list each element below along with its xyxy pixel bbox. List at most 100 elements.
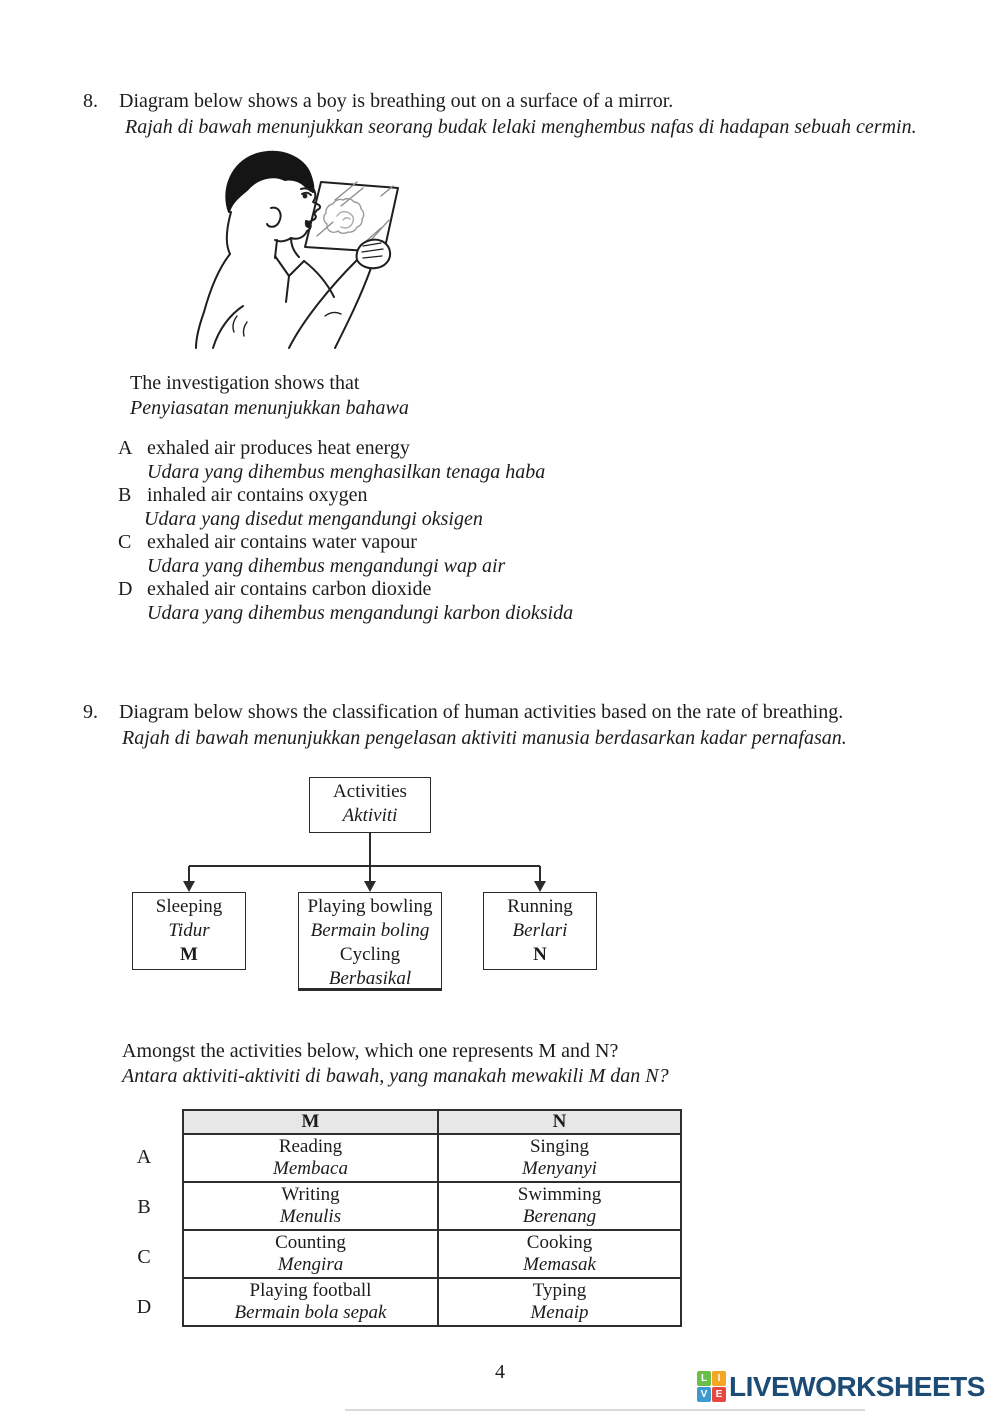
eyebrow: [300, 187, 312, 192]
neck-front: [290, 237, 300, 258]
answer-table-header: M N: [182, 1109, 682, 1135]
logo-tile-e: E: [712, 1387, 726, 1402]
option-text-ms: Udara yang dihembus mengandungi wap air: [147, 554, 506, 577]
arm-outer: [288, 259, 358, 349]
eye-pupil: [302, 193, 308, 199]
flowchart-box-sleeping: Sleeping Tidur M: [132, 892, 246, 970]
flowchart-root-box: Activities Aktiviti: [309, 777, 431, 833]
box2-ms2: Berbasikal: [328, 968, 412, 989]
liveworksheets-logo-icon: L I V E: [697, 1371, 726, 1402]
shirt-fold-1: [232, 315, 238, 333]
shirt-placket: [285, 275, 290, 303]
option-text-ms: Udara yang dihembus menghasilkan tenaga …: [147, 460, 546, 483]
hand: [355, 238, 392, 270]
open-mouth: [304, 220, 312, 229]
question-8-stem-ms: Rajah di bawah menunjukkan seorang budak…: [125, 116, 917, 138]
fingers: [361, 242, 384, 259]
col-header-n: N: [437, 1109, 682, 1135]
boy-mirror-illustration: [185, 148, 435, 350]
row-letter-d: D: [136, 1295, 152, 1318]
question-9: 9. Diagram below shows the classificatio…: [83, 699, 847, 751]
question-9-number: 9.: [83, 701, 98, 723]
option-letter: A: [118, 437, 133, 459]
option-letter: D: [118, 578, 133, 600]
boy-mirror-drawing: [195, 150, 399, 349]
face-profile: [274, 187, 322, 243]
arm-inner: [334, 267, 372, 349]
inner-arm-line: [212, 305, 244, 349]
hair: [225, 150, 315, 213]
box2-ms1: Bermain boling: [310, 920, 430, 941]
logo-tile-l: L: [697, 1371, 711, 1386]
arrowheads: [183, 881, 546, 892]
option-text-en: exhaled air contains carbon dioxide: [147, 578, 432, 600]
question-8: 8. Diagram below shows a boy is breathin…: [83, 88, 917, 140]
mirror-reflection-streaks: [316, 181, 394, 245]
option-letter: B: [118, 484, 132, 506]
liveworksheets-wordmark: LIVEWORKSHEETS: [729, 1371, 985, 1402]
box1-en: Sleeping: [155, 896, 223, 917]
page-number: 4: [495, 1361, 505, 1383]
root-label-en: Activities: [333, 781, 407, 802]
box3-label-n: N: [533, 944, 547, 965]
question-8-stem-en: Diagram below shows a boy is breathing o…: [119, 90, 674, 112]
option-text-ms: Udara yang disedut mengandungi oksigen: [144, 507, 483, 530]
box1-ms: Tidur: [168, 920, 210, 941]
question-9-stem-en: Diagram below shows the classification o…: [119, 701, 844, 723]
option-text-en: inhaled air contains oxygen: [147, 484, 368, 506]
chest-outline: [303, 260, 335, 298]
row-letter-c: C: [137, 1245, 151, 1268]
page-edge-artifact: [345, 1409, 865, 1411]
flowchart-box-bowling-cycling: Playing bowling Bermain boling Cycling B…: [298, 892, 442, 991]
collar: [274, 255, 305, 277]
q9-sub-question-ms: Antara aktiviti-aktiviti di bawah, yang …: [122, 1065, 669, 1087]
box2-en2: Cycling: [339, 944, 401, 965]
logo-tile-v: V: [697, 1387, 711, 1402]
flowchart-connectors: [183, 832, 546, 892]
option-text-ms: Udara yang dihembus mengandungi karbon d…: [147, 601, 574, 624]
question-8-number: 8.: [83, 90, 98, 112]
neck-back: [274, 239, 278, 259]
box3-en: Running: [507, 896, 573, 917]
question-9-stem-ms: Rajah di bawah menunjukkan pengelasan ak…: [122, 727, 847, 749]
sleeve-fold: [324, 311, 342, 317]
ear: [266, 206, 282, 228]
shirt-fold-2: [242, 321, 248, 337]
q8-lead-en: The investigation shows that: [130, 372, 360, 394]
flowchart-box-running: Running Berlari N: [483, 892, 597, 970]
answer-row-letters: A B C D: [133, 1132, 155, 1332]
q9-sub-question: Amongst the activities below, which one …: [122, 1039, 669, 1089]
option-letter: C: [118, 531, 132, 553]
eye: [301, 191, 312, 196]
breath-fog: [323, 197, 365, 234]
q8-lead-ms: Penyiasatan menunjukkan bahawa: [130, 397, 409, 419]
liveworksheets-logo[interactable]: L I V E LIVEWORKSHEETS: [697, 1371, 985, 1402]
root-label-ms: Aktiviti: [342, 805, 398, 826]
row-letter-a: A: [136, 1145, 152, 1168]
back-outline: [195, 211, 232, 349]
box3-ms: Berlari: [512, 920, 568, 941]
option-text-en: exhaled air produces heat energy: [147, 437, 410, 459]
logo-tile-i: I: [712, 1371, 726, 1386]
q8-lead: The investigation shows that Penyiasatan…: [130, 371, 409, 421]
col-header-m: M: [182, 1109, 439, 1135]
